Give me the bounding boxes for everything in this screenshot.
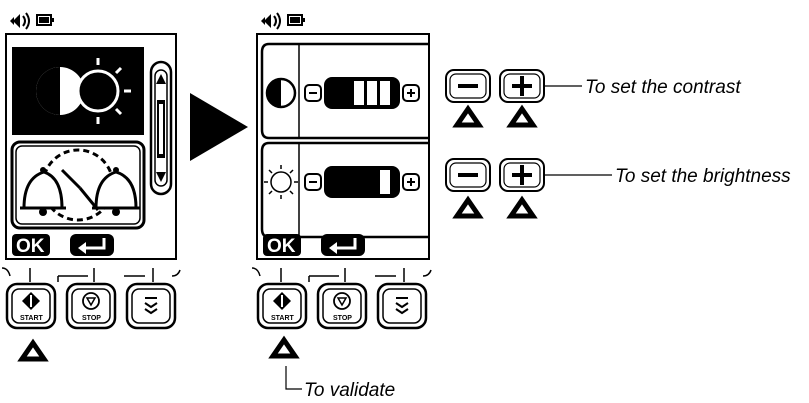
brightness-icon [76,58,131,124]
contrast-keys: To set the contrast [445,69,741,128]
speaker-icon [261,12,281,30]
left-device: OK START STO [1,12,181,362]
contrast-label: To set the contrast [585,77,741,98]
return-arrow-icon [70,234,114,256]
stop-icon [82,292,100,310]
contrast-plus-key [402,84,420,102]
press-indicator-start [268,335,300,359]
speaker-icon [10,12,30,30]
brightness-minus-key [304,173,322,191]
brightness-keys: To set the brightness [445,158,791,219]
menu-tile-display[interactable] [12,47,144,135]
ok-label: OK [267,236,296,257]
alarm-clock-icon [20,148,140,222]
battery-icon [287,14,305,26]
brightness-plus-key [402,173,420,191]
contrast-minus-key [304,84,322,102]
menu-scroll-icon [395,297,409,315]
brightness-panel [260,141,429,239]
validate-leader-line [285,366,302,390]
press-indicator-plus [506,195,538,219]
return-arrow-icon [321,234,365,256]
stop-icon [333,292,351,310]
start-icon [22,292,40,310]
plus-key[interactable] [499,69,545,103]
press-indicator-minus [452,195,484,219]
press-indicator-plus [506,104,538,128]
stop-label: STOP [82,315,101,322]
ok-icon: OK [12,234,50,257]
menu-scroll-button[interactable] [125,282,177,330]
start-label: START [271,315,295,322]
menu-tile-alarm[interactable] [10,140,146,230]
start-label: START [20,315,44,322]
start-button[interactable]: START [256,282,308,330]
contrast-panel [260,42,429,140]
scrollbar[interactable] [149,60,173,196]
contrast-level-bar [324,77,400,109]
start-icon [273,292,291,310]
minus-key[interactable] [445,158,491,192]
stop-label: STOP [333,315,352,322]
validate-label: To validate [304,380,395,401]
ok-icon: OK [263,234,301,257]
brightness-level-bar [324,166,400,198]
stop-button[interactable]: STOP [65,282,117,330]
battery-icon [36,14,54,26]
brightness-label: To set the brightness [615,166,791,187]
ok-label: OK [16,236,45,257]
start-button[interactable]: START [5,282,57,330]
press-indicator-minus [452,104,484,128]
right-device: OK START STO [251,12,432,401]
menu-scroll-button[interactable] [376,282,428,330]
stop-button[interactable]: STOP [316,282,368,330]
play-arrow-icon [190,93,248,161]
contrast-icon [36,67,84,115]
menu-scroll-icon [144,297,158,315]
press-indicator-start [17,338,49,362]
brightness-icon [264,165,298,199]
plus-key[interactable] [499,158,545,192]
contrast-icon [265,77,297,109]
minus-key[interactable] [445,69,491,103]
